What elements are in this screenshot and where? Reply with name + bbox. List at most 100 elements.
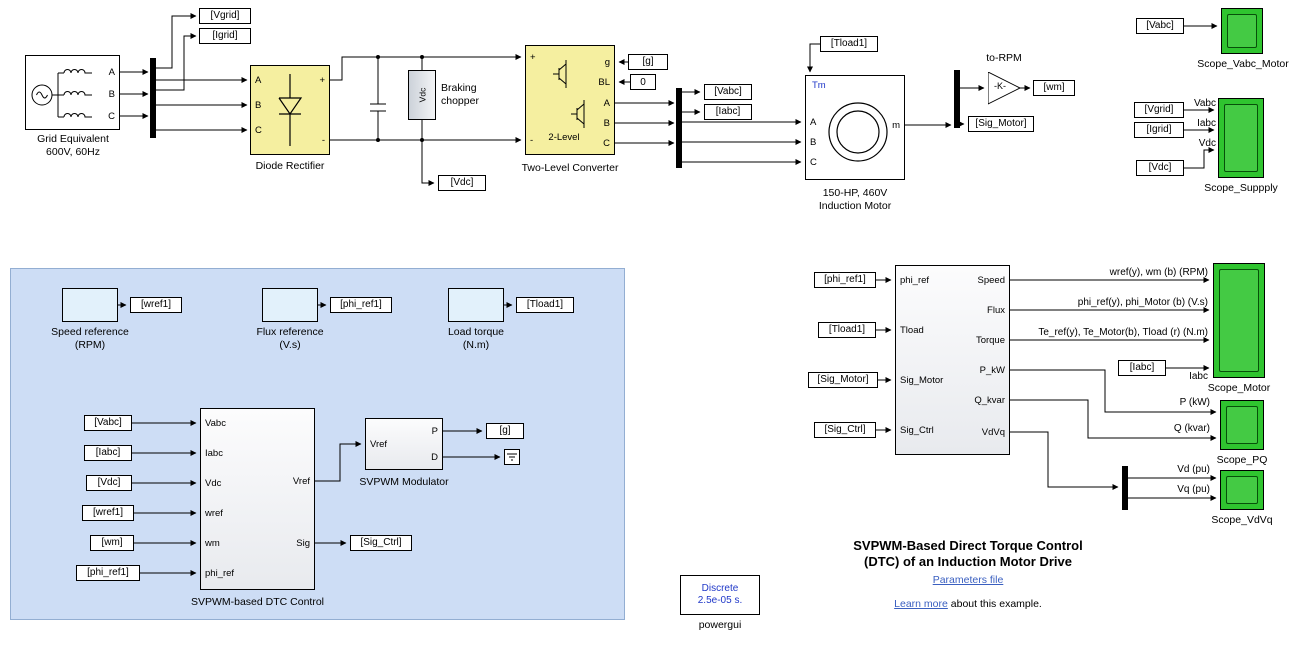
- scope-vabc-motor[interactable]: [1221, 8, 1263, 54]
- port-label: P: [431, 426, 438, 437]
- scope-motor[interactable]: [1213, 263, 1265, 378]
- goto-tag-wm[interactable]: [wm]: [1033, 80, 1075, 96]
- speed-reference-block[interactable]: [62, 288, 118, 322]
- from-tag-phi-ref1-dtc[interactable]: [phi_ref1]: [76, 565, 140, 581]
- goto-tag-iabc[interactable]: [Iabc]: [704, 104, 752, 120]
- from-tag-vdc-dtc[interactable]: [Vdc]: [86, 475, 132, 491]
- induction-motor-label: 150-HP, 460V Induction Motor: [818, 187, 892, 212]
- induction-motor-block[interactable]: Tm A B C m: [805, 75, 905, 180]
- from-tag-iabc-dtc[interactable]: [Iabc]: [84, 445, 132, 461]
- signal-label-torque: Te_ref(y), Te_Motor(b), Tload (r) (N.m): [1038, 327, 1208, 338]
- diode-rectifier-block[interactable]: A B C + -: [250, 65, 330, 155]
- parameters-file-link[interactable]: Parameters file: [932, 574, 1004, 586]
- goto-tag-tload1[interactable]: [Tload1]: [516, 297, 574, 313]
- port-label: BL: [598, 77, 610, 88]
- from-tag-g[interactable]: [g]: [628, 54, 668, 70]
- ac-source-icon: [31, 69, 92, 118]
- from-tag-igrid[interactable]: [Igrid]: [1134, 122, 1184, 138]
- from-tag-sig-ctrl[interactable]: [Sig_Ctrl]: [814, 422, 876, 438]
- goto-tag-wref1[interactable]: [wref1]: [130, 297, 182, 313]
- signal-label-vdc: Vdc: [1198, 138, 1216, 149]
- diode-rectifier-label: Diode Rectifier: [255, 160, 325, 172]
- gain-to-rpm-block[interactable]: [988, 72, 1022, 106]
- port-label: D: [431, 452, 438, 463]
- terminator-icon: [507, 453, 517, 461]
- port-label: VdVq: [981, 427, 1005, 438]
- from-tag-vdc[interactable]: [Vdc]: [1136, 160, 1184, 176]
- load-torque-block[interactable]: [448, 288, 504, 322]
- grid-equivalent-block[interactable]: A B C: [25, 55, 120, 130]
- port-label: B: [810, 137, 817, 148]
- parameters-file-line: Parameters file: [793, 574, 1143, 586]
- from-tag-wref1-dtc[interactable]: [wref1]: [82, 505, 134, 521]
- signal-label-flux: phi_ref(y), phi_Motor (b) (V.s): [1077, 297, 1208, 308]
- two-level-converter-label: Two-Level Converter: [521, 162, 619, 174]
- from-tag-phi-ref1-sig[interactable]: [phi_ref1]: [814, 272, 876, 288]
- scope-vdvq-label: Scope_VdVq: [1211, 514, 1273, 526]
- demux-bar-vdvq[interactable]: [1122, 466, 1128, 510]
- from-tag-vabc-dtc[interactable]: [Vabc]: [84, 415, 132, 431]
- goto-tag-vdc[interactable]: [Vdc]: [438, 175, 486, 191]
- goto-tag-g[interactable]: [g]: [486, 423, 524, 439]
- braking-chopper-label: Braking chopper: [441, 82, 479, 107]
- port-label: wref: [205, 508, 223, 519]
- port-label: Vabc: [205, 418, 226, 429]
- goto-tag-igrid[interactable]: [Igrid]: [199, 28, 251, 44]
- goto-tag-vabc[interactable]: [Vabc]: [704, 84, 752, 100]
- port-label: C: [810, 157, 817, 168]
- dtc-control-label: SVPWM-based DTC Control: [190, 596, 325, 608]
- scope-motor-label: Scope_Motor: [1207, 382, 1271, 394]
- goto-tag-sig-ctrl[interactable]: [Sig_Ctrl]: [350, 535, 412, 551]
- constant-zero-block[interactable]: 0: [630, 74, 656, 90]
- goto-tag-phi-ref1[interactable]: [phi_ref1]: [330, 297, 392, 313]
- from-tag-vgrid[interactable]: [Vgrid]: [1134, 102, 1184, 118]
- from-tag-iabc-motor[interactable]: [Iabc]: [1118, 360, 1166, 376]
- signals-block[interactable]: phi_ref Tload Sig_Motor Sig_Ctrl Speed F…: [895, 265, 1010, 455]
- port-label: C: [603, 138, 610, 149]
- powergui-block[interactable]: Discrete 2.5e-05 s.: [680, 575, 760, 615]
- port-label: phi_ref: [205, 568, 235, 579]
- goto-tag-vgrid[interactable]: [Vgrid]: [199, 8, 251, 24]
- signal-label-p: P (kW): [1179, 397, 1210, 408]
- grid-equivalent-label: Grid Equivalent 600V, 60Hz: [37, 133, 109, 158]
- scope-pq-label: Scope_PQ: [1216, 454, 1268, 466]
- port-label: +: [319, 75, 325, 86]
- port-label: A: [255, 75, 262, 86]
- from-tag-tload1[interactable]: [Tload1]: [820, 36, 878, 52]
- scope-vdvq[interactable]: [1220, 470, 1264, 510]
- port-label: Speed: [977, 275, 1005, 286]
- port-label: Torque: [975, 335, 1005, 346]
- port-label: wm: [205, 538, 220, 549]
- model-title: SVPWM-Based Direct Torque Control (DTC) …: [853, 538, 1083, 569]
- from-tag-wm-dtc[interactable]: [wm]: [90, 535, 134, 551]
- svpwm-modulator-block[interactable]: Vref P D: [365, 418, 443, 470]
- learn-more-rest: about this example.: [947, 598, 1042, 610]
- chopper-vdc-text: Vdc: [417, 87, 427, 103]
- from-tag-tload1-sig[interactable]: [Tload1]: [818, 322, 876, 338]
- learn-more-link[interactable]: Learn more: [894, 598, 948, 610]
- bus-bar-motor-out[interactable]: [954, 70, 960, 128]
- two-level-converter-block[interactable]: + - g BL A B C 2-Level: [525, 45, 615, 155]
- scope-pq[interactable]: [1220, 400, 1264, 450]
- signal-label-iabc: Iabc: [1197, 118, 1216, 129]
- port-label: Tload: [900, 325, 924, 336]
- port-label: +: [530, 52, 536, 63]
- bus-bar-converter-out[interactable]: [676, 88, 682, 168]
- port-label: -: [530, 135, 534, 146]
- signal-label-iabc-motor: Iabc: [1189, 371, 1208, 382]
- powergui-text: Discrete 2.5e-05 s.: [697, 583, 743, 606]
- from-tag-sig-motor[interactable]: [Sig_Motor]: [808, 372, 878, 388]
- port-label: C: [108, 111, 115, 122]
- bus-bar-grid[interactable]: [150, 58, 156, 138]
- port-label: Q_kvar: [974, 395, 1005, 406]
- scope-supply[interactable]: [1218, 98, 1264, 178]
- terminator-block[interactable]: [504, 449, 520, 465]
- powergui-label: powergui: [698, 619, 742, 631]
- goto-tag-sig-motor[interactable]: [Sig_Motor]: [968, 116, 1034, 132]
- braking-chopper-block[interactable]: Vdc: [408, 70, 436, 120]
- flux-reference-block[interactable]: [262, 288, 318, 322]
- dtc-control-block[interactable]: Vabc Iabc Vdc wref wm phi_ref Vref Sig: [200, 408, 315, 590]
- from-tag-vabc-scope[interactable]: [Vabc]: [1136, 18, 1184, 34]
- port-label: B: [108, 89, 115, 100]
